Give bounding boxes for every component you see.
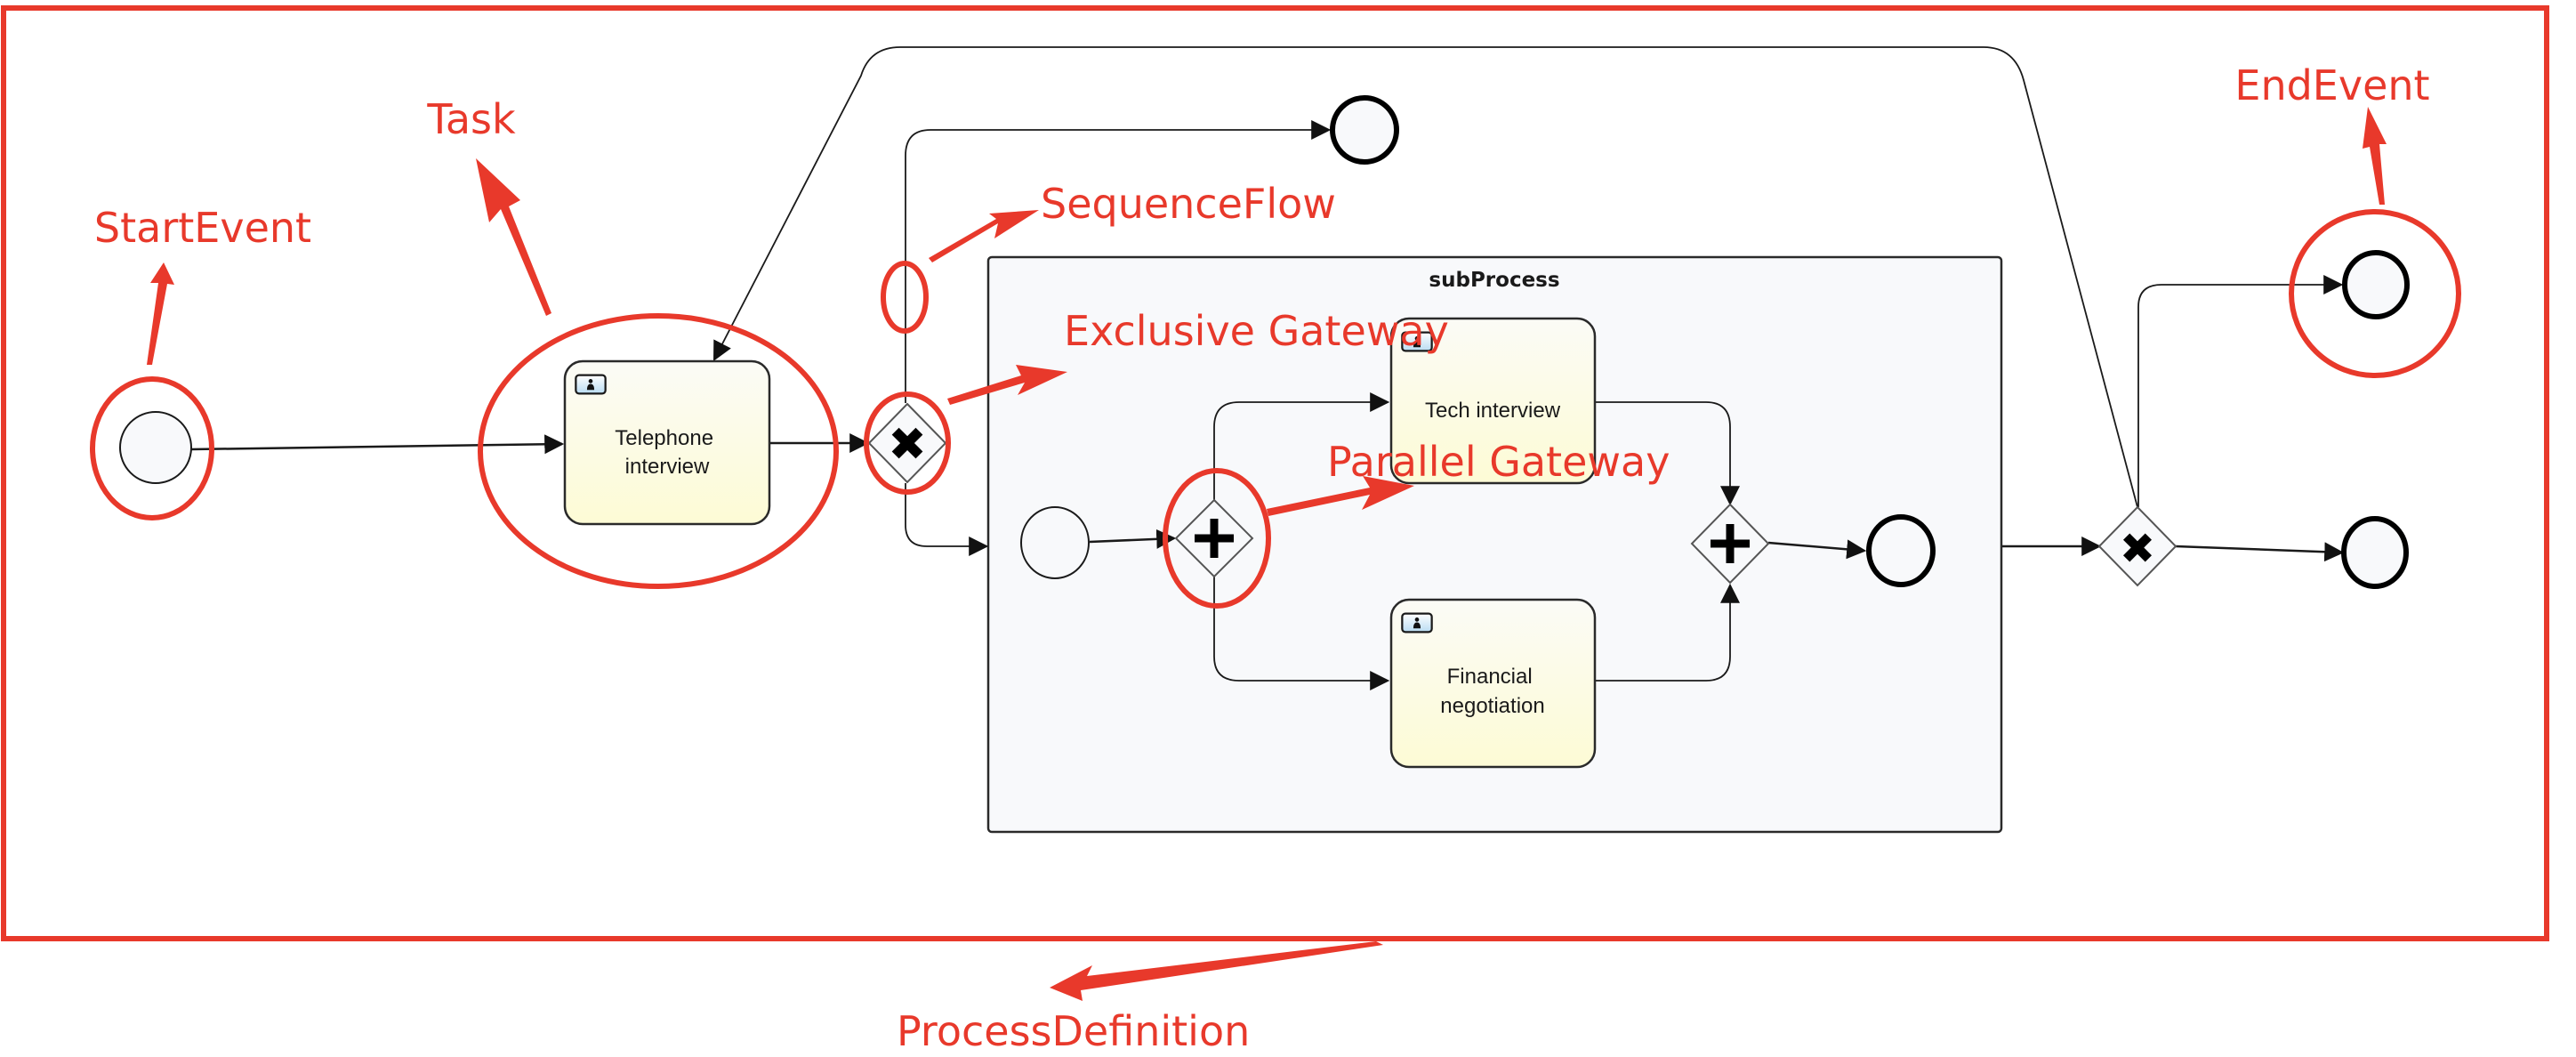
annotation-ring-start-event [90,376,214,520]
flow-xor2-to-end-right-bottom[interactable] [2175,542,2345,562]
task-label: Tech interview [1425,399,1561,423]
task-label: Financial negotiation [1440,665,1544,718]
subprocess-start-event[interactable] [1020,506,1090,579]
task-label: Telephone interview [615,426,719,479]
flow-financial-to-join[interactable] [1595,583,1740,682]
user-task-icon [1401,612,1433,633]
flow-split-to-financial[interactable] [1213,577,1390,690]
task-tech-interview[interactable]: Tech interview [1389,317,1597,485]
flow-loop-back-to-telephone[interactable] [712,46,2138,508]
end-event-right-bottom[interactable] [2341,516,2409,589]
annotation-ring-end-event [2289,209,2461,378]
annotation-arrow-start-event [147,262,174,365]
plus-icon [1711,524,1750,563]
annotation-arrow-end-event [2363,107,2387,205]
annotation-label-end-event: EndEvent [2234,61,2429,109]
annotation-label-task: Task [426,95,516,143]
exclusive-gateway-2[interactable]: ✖ [2097,505,2178,587]
user-task-icon [575,374,607,395]
process-definition-frame [1,5,2549,941]
start-event[interactable] [119,411,192,484]
end-event-right-top[interactable] [2342,250,2410,319]
flow-xor1-to-end-top[interactable] [905,120,1332,403]
annotation-label-sequence-flow: SequenceFlow [1041,180,1336,228]
flow-xor2-to-end-right-top[interactable] [2137,275,2344,507]
annotation-arrow-sequence-flow [929,210,1039,262]
annotation-arrow-process-definition [1050,941,1383,1001]
flow-join-to-subend[interactable] [1767,539,1867,560]
annotation-arrow-parallel-gateway [1267,476,1414,516]
parallel-gateway-split[interactable] [1174,498,1254,578]
end-event-top[interactable] [1330,95,1399,165]
task-financial-negotiation[interactable]: Financial negotiation [1389,598,1597,769]
annotation-label-start-event: StartEvent [94,204,311,252]
exclusive-gateway-1[interactable]: ✖ [867,402,947,484]
flow-split-to-tech[interactable] [1213,392,1390,500]
annotation-label-process-definition: ProcessDefinition [897,1007,1250,1055]
annotation-ring-exclusive-gateway [864,391,951,495]
flow-start-to-telephone[interactable] [190,434,565,455]
subprocess-end-event[interactable] [1866,514,1936,587]
annotation-ring-sequence-flow [881,261,929,334]
parallel-gateway-join[interactable] [1690,503,1770,585]
exclusive-x-icon: ✖ [2120,524,2155,574]
annotation-ring-parallel-gateway [1163,468,1271,609]
annotation-label-parallel-gateway: Parallel Gateway [1327,438,1670,486]
flow-substart-to-split[interactable] [1089,528,1177,549]
annotation-ring-task [478,313,839,589]
annotation-arrow-task [476,158,551,316]
plus-icon [1195,519,1234,558]
flow-xor1-to-subprocess[interactable] [905,483,989,556]
annotation-label-exclusive-gateway: Exclusive Gateway [1064,307,1449,355]
subprocess-title: subProcess [1429,269,1559,292]
flow-tech-to-join[interactable] [1595,401,1740,506]
task-telephone-interview[interactable]: Telephone interview [563,359,771,526]
annotation-arrow-exclusive-gateway [947,365,1067,405]
exclusive-x-icon: ✖ [888,418,927,472]
